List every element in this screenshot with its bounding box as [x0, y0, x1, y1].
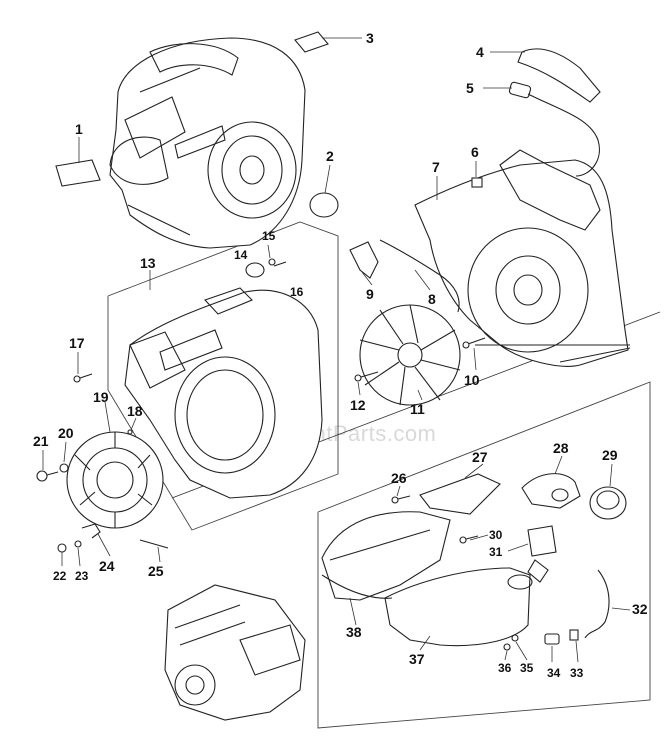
blower-top-housing-part	[109, 37, 306, 249]
lower-assembly-box	[317, 381, 651, 729]
part-label-3: 3	[366, 30, 374, 46]
label-plate-part-1	[55, 159, 101, 187]
part-label-31: 31	[489, 545, 503, 559]
screw-part-26	[391, 495, 411, 504]
part-label-27: 27	[472, 449, 488, 465]
part-label-29: 29	[602, 447, 618, 463]
cover-plate-part-27	[419, 473, 501, 515]
part-labels: 1 2 3 4 5 6 7 8 9 10 11 12 13 14 15 16 1…	[33, 30, 648, 680]
part-label-30: 30	[489, 528, 503, 542]
part-label-35: 35	[520, 661, 534, 675]
part-label-14: 14	[234, 248, 248, 262]
washer-part-23	[74, 540, 82, 548]
screw-part-36	[503, 643, 511, 651]
part-label-20: 20	[58, 425, 74, 441]
engine-assembly	[164, 584, 306, 721]
part-label-38: 38	[346, 624, 362, 640]
part-label-21: 21	[33, 433, 49, 449]
bolt-part-21	[36, 470, 59, 482]
recoil-starter-part-19	[66, 431, 164, 529]
air-filter-cover-part-28	[521, 473, 581, 509]
rear-housing-part-7	[414, 149, 631, 367]
fan-housing-assembly-box	[107, 221, 339, 531]
fuel-tank-part-37	[384, 567, 533, 647]
part-label-22: 22	[53, 569, 67, 583]
part-label-6: 6	[471, 144, 479, 160]
washer-part-20	[59, 463, 69, 473]
part-label-13: 13	[140, 255, 156, 271]
impeller-fan-part-11	[359, 304, 461, 406]
part-label-19: 19	[93, 389, 109, 405]
grommet-part-14	[245, 262, 265, 278]
part-label-23: 23	[75, 569, 89, 583]
pin-part-25	[139, 539, 169, 549]
washer-part-22	[57, 543, 67, 553]
part-label-37: 37	[409, 651, 425, 667]
clip-part-6	[471, 177, 483, 188]
gasket-part-31	[527, 525, 557, 583]
part-label-11: 11	[410, 401, 425, 417]
engine-cover-part-38	[321, 511, 451, 601]
bracket-part-9	[349, 241, 379, 279]
part-label-33: 33	[570, 666, 584, 680]
label-part-3	[294, 31, 329, 53]
screw-part-17	[73, 373, 93, 383]
fuel-cap-part-29	[589, 486, 627, 520]
spring-part-24	[81, 523, 101, 539]
part-label-36: 36	[498, 661, 512, 675]
part-label-25: 25	[148, 563, 164, 579]
part-label-26: 26	[391, 470, 407, 486]
part-label-2: 2	[326, 148, 334, 164]
part-label-24: 24	[99, 558, 115, 574]
part-label-18: 18	[127, 403, 143, 419]
fuel-filter-part-34	[544, 633, 560, 645]
part-label-15: 15	[262, 229, 276, 243]
stop-switch-part-5	[508, 81, 600, 177]
screw-part-10	[462, 337, 486, 349]
part-label-5: 5	[466, 80, 474, 96]
screw-part-16	[273, 261, 287, 267]
wire-part-8	[379, 239, 460, 313]
part-label-28: 28	[553, 440, 569, 456]
part-label-10: 10	[464, 372, 480, 388]
part-label-12: 12	[350, 397, 366, 413]
part-label-34: 34	[547, 666, 561, 680]
leader-lines	[42, 37, 631, 663]
fuel-line-part-32	[584, 569, 610, 639]
screw-part-12	[354, 371, 379, 382]
part-label-17: 17	[69, 335, 85, 351]
part-label-32: 32	[632, 601, 648, 617]
clamp-part-33	[569, 629, 579, 641]
part-label-9: 9	[366, 286, 374, 302]
seal-disc-part-2	[309, 192, 339, 218]
part-label-1: 1	[75, 121, 83, 137]
nut-part-15	[268, 258, 276, 266]
screw-part-30	[459, 535, 479, 544]
part-label-16: 16	[290, 285, 304, 299]
part-label-7: 7	[432, 159, 440, 175]
fan-housing-part-13	[124, 287, 323, 499]
handle-grip-part-4	[517, 48, 601, 103]
part-label-8: 8	[428, 291, 436, 307]
pin-part-18	[127, 429, 133, 435]
part-label-4: 4	[476, 44, 484, 60]
